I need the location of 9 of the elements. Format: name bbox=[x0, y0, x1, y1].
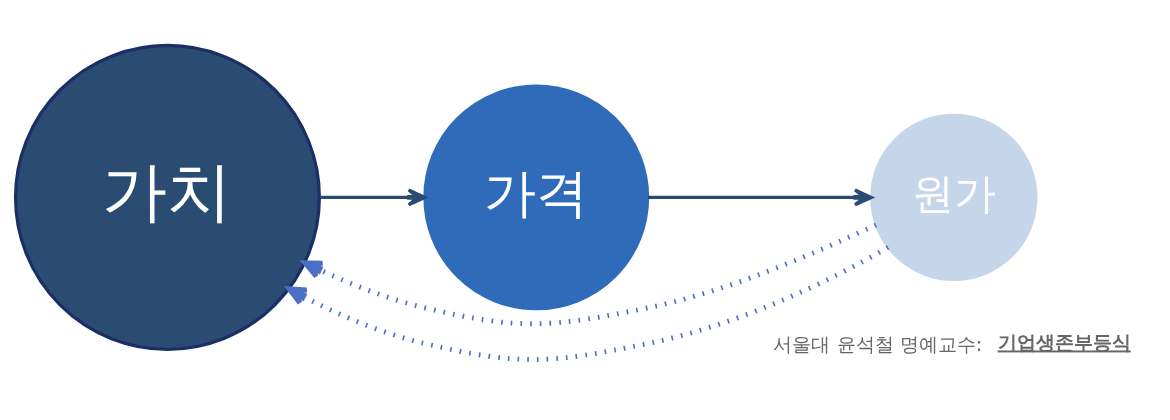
node-circle: 가치 bbox=[13, 43, 321, 351]
label: 서울대 윤석철 명예교수: bbox=[773, 333, 983, 357]
node-circle: 원가 bbox=[870, 113, 1038, 282]
node-circle: 가격 bbox=[423, 84, 650, 311]
arrow bbox=[319, 188, 427, 207]
arrow bbox=[286, 245, 890, 362]
arrow bbox=[302, 222, 878, 327]
label: 기업생존부등식 bbox=[997, 331, 1131, 355]
arrow bbox=[647, 188, 873, 207]
